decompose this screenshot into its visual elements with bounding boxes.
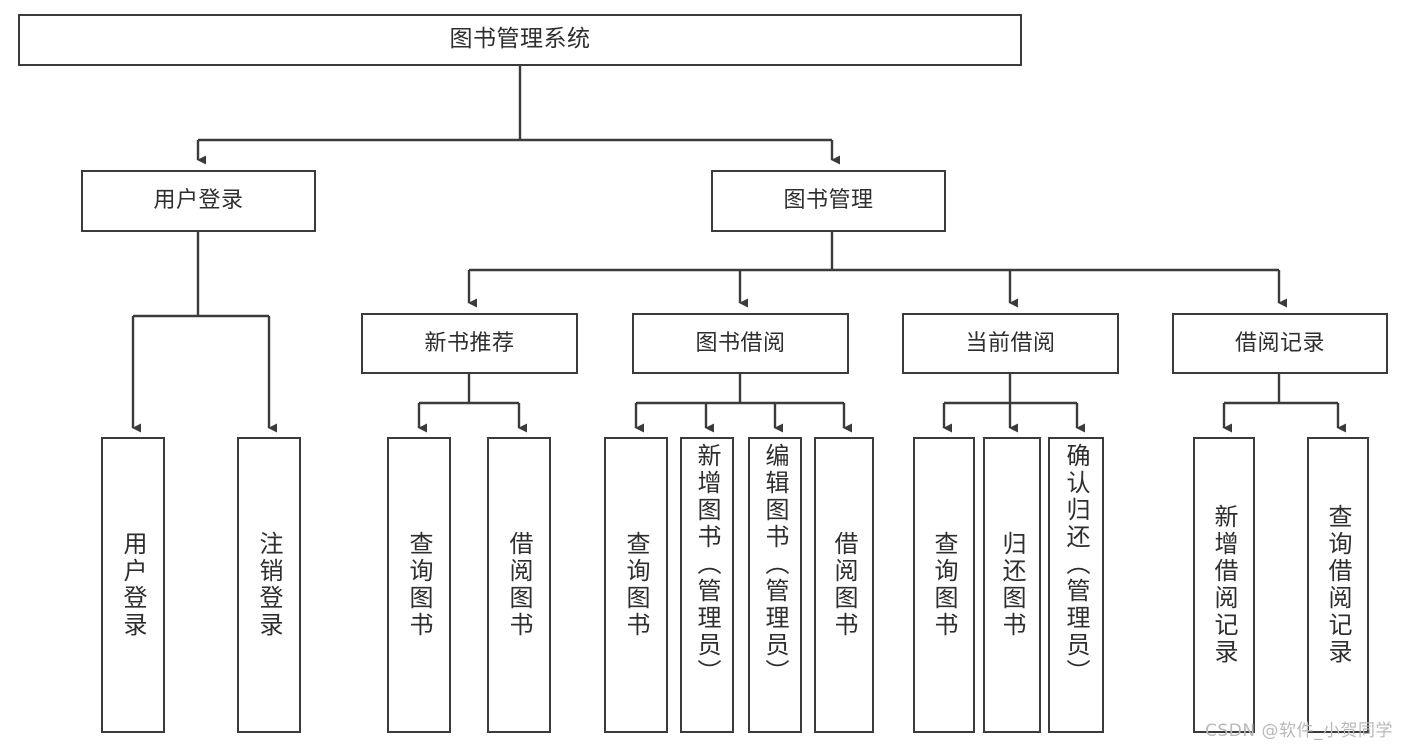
node-label: 新书推荐: [424, 330, 515, 356]
node-leaf-query-book-current[interactable]: 查询图书: [913, 437, 975, 733]
node-leaf-borrow-book-borrow[interactable]: 借阅图书: [814, 437, 874, 733]
edges-root-to-level2: [196, 66, 840, 165]
node-current-borrow[interactable]: 当前借阅: [902, 313, 1119, 374]
node-leaf-return-book[interactable]: 归还图书: [983, 437, 1041, 733]
node-borrow-record[interactable]: 借阅记录: [1172, 313, 1388, 374]
node-leaf-add-borrow-record[interactable]: 新增借阅记录: [1193, 437, 1255, 733]
node-leaf-query-book-recommend[interactable]: 查询图书: [387, 437, 451, 733]
node-label: 借阅图书: [505, 531, 533, 639]
node-label: 用户登录: [119, 531, 147, 639]
node-label: 借阅图书: [830, 531, 858, 639]
node-label: 查询借阅记录: [1324, 504, 1352, 666]
node-new-book-recommend[interactable]: 新书推荐: [361, 313, 578, 374]
node-label: 查询图书: [622, 531, 650, 639]
node-label: 新增图书（管理员）: [693, 443, 721, 686]
edges-bookmanage-to-level3: [467, 232, 1287, 308]
node-label: 归还图书: [998, 531, 1026, 639]
edges-userlogin-to-leaves: [131, 232, 277, 433]
node-book-borrow[interactable]: 图书借阅: [632, 313, 849, 374]
node-label: 查询图书: [930, 531, 958, 639]
node-label: 注销登录: [255, 531, 283, 639]
node-leaf-query-borrow-record[interactable]: 查询借阅记录: [1307, 437, 1369, 733]
node-label: 图书管理: [783, 188, 874, 214]
node-leaf-logout-login[interactable]: 注销登录: [237, 437, 301, 733]
node-leaf-edit-book-admin[interactable]: 编辑图书（管理员）: [748, 437, 802, 733]
node-label: 借阅记录: [1234, 330, 1325, 356]
node-leaf-add-book-admin[interactable]: 新增图书（管理员）: [680, 437, 734, 733]
csdn-watermark: CSDN @软件_小贺同学: [1205, 721, 1393, 741]
edges-bookborrow-to-leaves: [634, 374, 852, 433]
node-root-book-management-system[interactable]: 图书管理系统: [18, 14, 1022, 66]
node-label: 编辑图书（管理员）: [761, 443, 789, 686]
node-label: 图书借阅: [695, 330, 786, 356]
node-book-management[interactable]: 图书管理: [711, 170, 946, 232]
node-label: 新增借阅记录: [1210, 504, 1238, 666]
node-label: 当前借阅: [965, 330, 1056, 356]
node-user-login[interactable]: 用户登录: [81, 170, 316, 232]
node-leaf-query-book-borrow[interactable]: 查询图书: [604, 437, 668, 733]
edges-borrowrecord-to-leaves: [1222, 374, 1346, 433]
node-label: 用户登录: [153, 188, 244, 214]
edges-newbook-to-leaves: [417, 374, 527, 433]
node-leaf-borrow-book-recommend[interactable]: 借阅图书: [487, 437, 551, 733]
node-leaf-user-login[interactable]: 用户登录: [101, 437, 165, 733]
node-label: 查询图书: [405, 531, 433, 639]
edges-currentborrow-to-leaves: [942, 374, 1085, 433]
node-label: 图书管理系统: [449, 26, 591, 53]
node-label: 确认归还（管理员）: [1062, 443, 1090, 686]
node-leaf-confirm-return-admin[interactable]: 确认归还（管理员）: [1048, 437, 1104, 733]
